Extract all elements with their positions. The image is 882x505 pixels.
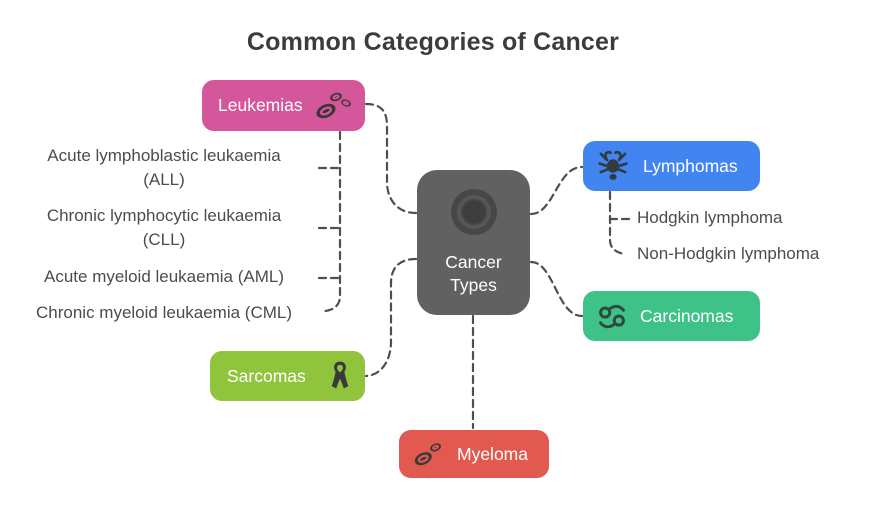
subtype-cll: Chronic lymphocytic leukaemia (CLL) — [46, 206, 282, 249]
awareness-ribbon-icon — [327, 360, 353, 392]
node-myeloma-label: Myeloma — [457, 443, 528, 464]
node-lymphomas-label: Lymphomas — [643, 155, 738, 176]
connector-leukemias-center — [364, 102, 418, 215]
target-circle-icon — [450, 188, 498, 241]
connector-center-lymphomas — [529, 165, 584, 216]
node-sarcomas-label: Sarcomas — [227, 365, 306, 386]
connector-center-sarcomas — [364, 257, 418, 378]
center-node-label: Cancer Types — [445, 252, 502, 295]
blood-cells-icon — [411, 439, 445, 469]
node-lymphomas[interactable]: Lymphomas — [583, 141, 760, 191]
node-leukemias[interactable]: Leukemias — [202, 80, 365, 131]
subtype-non-hodgkin: Non-Hodgkin lymphoma — [637, 244, 820, 263]
blood-cells-icon — [313, 90, 351, 122]
node-carcinomas[interactable]: Carcinomas — [583, 291, 760, 341]
subtype-cml: Chronic myeloid leukaemia (CML) — [35, 303, 293, 322]
connector-leukemias-subtypes-trunk — [323, 130, 342, 313]
node-leukemias-label: Leukemias — [218, 95, 303, 115]
node-sarcomas[interactable]: Sarcomas — [210, 351, 365, 401]
connector-lymphomas-subtypes-trunk — [608, 190, 627, 256]
subtype-all: Acute lymphoblastic leukaemia (ALL) — [47, 146, 281, 189]
cancer-symbol-icon — [596, 301, 628, 331]
crab-icon — [596, 149, 630, 183]
node-myeloma[interactable]: Myeloma — [399, 430, 549, 478]
node-cancer-types[interactable]: Cancer Types — [417, 170, 530, 315]
node-carcinomas-label: Carcinomas — [640, 305, 734, 326]
page-title: Common Categories of Cancer — [246, 28, 620, 56]
subtype-hodgkin: Hodgkin lymphoma — [637, 208, 783, 227]
subtype-aml: Acute myeloid leukaemia (AML) — [44, 267, 284, 286]
connector-center-carcinomas — [529, 260, 584, 318]
